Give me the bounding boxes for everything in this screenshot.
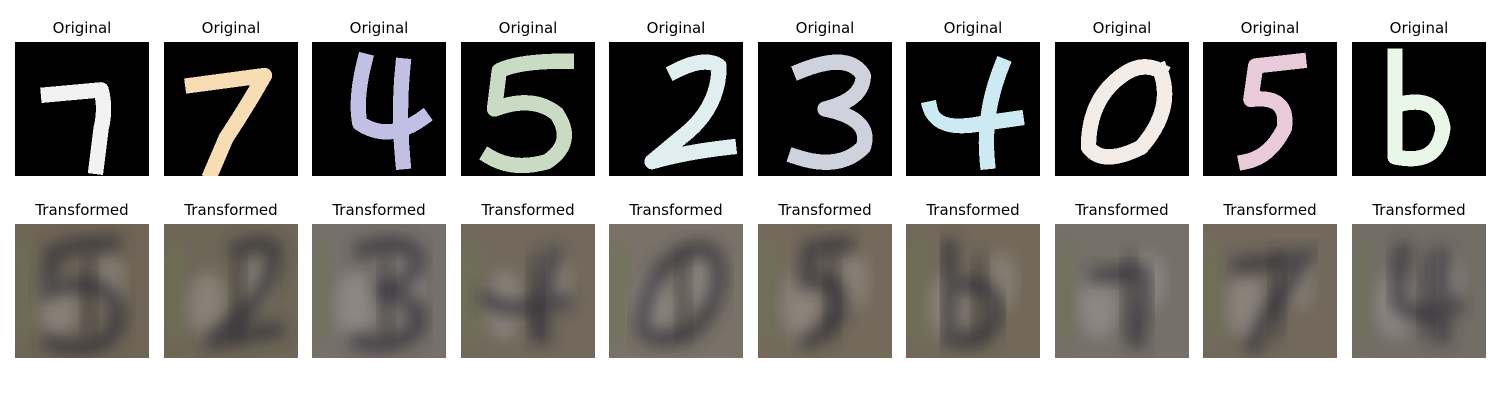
digit-stroke — [479, 53, 574, 174]
digit-stroke — [1237, 52, 1308, 171]
original-digit-image — [1055, 42, 1189, 176]
transformed-title: Transformed — [1372, 201, 1466, 219]
transformed-image — [758, 224, 892, 358]
original-digit-image — [164, 42, 298, 176]
original-title: Original — [1240, 19, 1300, 37]
digit-5-image — [461, 42, 595, 176]
original-title: Original — [1092, 19, 1152, 37]
transformed-title: Transformed — [1075, 201, 1169, 219]
transformed-image — [1352, 224, 1486, 358]
digit-3-image — [758, 42, 892, 176]
original-title: Original — [646, 19, 706, 37]
transformed-image — [312, 224, 446, 358]
transformed-image — [1055, 224, 1189, 358]
original-digit-image — [461, 42, 595, 176]
transformed-image — [906, 224, 1040, 358]
original-digit-image — [312, 42, 446, 176]
transformed-image — [461, 224, 595, 358]
digit-2-image — [609, 42, 743, 176]
original-title: Original — [52, 19, 112, 37]
transformed-image — [609, 224, 743, 358]
transformed-title: Transformed — [926, 201, 1020, 219]
original-title: Original — [201, 19, 261, 37]
transformed-title: Transformed — [35, 201, 129, 219]
digit-7-image — [15, 42, 149, 176]
transformed-image — [164, 224, 298, 358]
digit-stroke — [350, 51, 433, 171]
digit-stroke — [184, 67, 273, 176]
original-digit-image — [609, 42, 743, 176]
original-digit-image — [906, 42, 1040, 176]
original-title: Original — [349, 19, 409, 37]
transformed-title: Transformed — [332, 201, 426, 219]
original-digit-image — [1203, 42, 1337, 176]
digit-stroke — [1387, 48, 1451, 167]
digit-4-image — [906, 42, 1040, 176]
digit-6-image — [1352, 42, 1486, 176]
original-digit-image — [758, 42, 892, 176]
original-title: Original — [795, 19, 855, 37]
digit-stroke — [1080, 59, 1173, 165]
transformed-image — [1203, 224, 1337, 358]
transformed-title: Transformed — [481, 201, 575, 219]
transformed-title: Transformed — [184, 201, 278, 219]
original-title: Original — [498, 19, 558, 37]
transformed-image — [15, 224, 149, 358]
original-title: Original — [943, 19, 1003, 37]
digit-0-image — [1055, 42, 1189, 176]
digit-7-image — [164, 42, 298, 176]
transformed-title: Transformed — [1223, 201, 1317, 219]
original-digit-image — [15, 42, 149, 176]
digit-stroke — [644, 54, 738, 170]
digit-stroke — [786, 54, 873, 170]
digit-stroke — [920, 55, 1025, 171]
digit-5-image — [1203, 42, 1337, 176]
original-digit-image — [1352, 42, 1486, 176]
transformed-title: Transformed — [778, 201, 872, 219]
transformed-title: Transformed — [629, 201, 723, 219]
original-title: Original — [1389, 19, 1449, 37]
digit-4-image — [312, 42, 446, 176]
digit-stroke — [40, 82, 112, 175]
